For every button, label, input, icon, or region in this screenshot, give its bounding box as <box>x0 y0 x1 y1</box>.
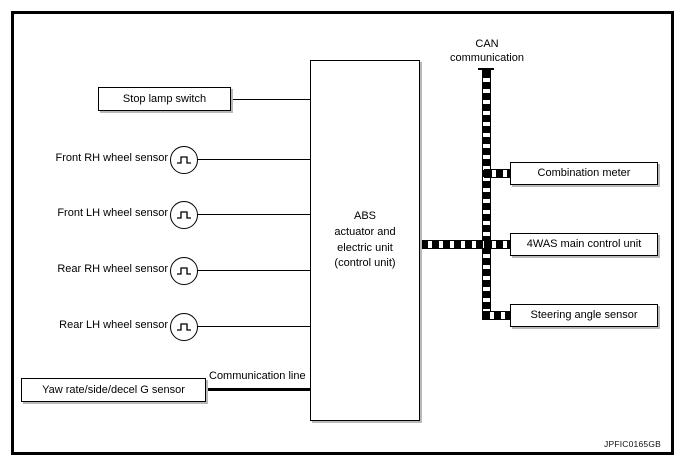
communication-line-label: Communication line <box>209 370 306 382</box>
rear-rh-wheel-sensor-label: Rear RH wheel sensor <box>57 263 168 275</box>
4was-main-control-unit-box: 4WAS main control unit <box>510 233 658 256</box>
abs-line-4: (control unit) <box>334 257 396 270</box>
abs-actuator-control-unit-block: ABS actuator and electric unit (control … <box>310 60 420 421</box>
4was-main-control-unit-label: 4WAS main control unit <box>526 238 642 251</box>
stop-lamp-switch-label: Stop lamp switch <box>122 92 207 105</box>
rear-lh-wheel-sensor-icon <box>170 313 198 341</box>
can-bus-branch-combination-meter <box>484 169 512 178</box>
rear-lh-wheel-sensor-label: Rear LH wheel sensor <box>59 319 168 331</box>
stop-lamp-switch-connector <box>231 99 311 100</box>
abs-line-2: actuator and <box>334 225 396 238</box>
front-rh-wheel-sensor-icon <box>170 146 198 174</box>
rear-lh-wheel-sensor-connector <box>196 326 311 327</box>
rear-rh-wheel-sensor-icon <box>170 257 198 285</box>
combination-meter-label: Combination meter <box>537 167 631 180</box>
front-lh-wheel-sensor-icon <box>170 201 198 229</box>
yaw-rate-sensor-label: Yaw rate/side/decel G sensor <box>42 383 185 396</box>
can-bus-branch-steering-angle-sensor <box>482 311 512 320</box>
can-communication-label: CAN communication <box>427 38 547 66</box>
can-bus-vertical-trunk <box>482 70 491 320</box>
yaw-rate-sensor-box: Yaw rate/side/decel G sensor <box>21 378 206 402</box>
front-rh-wheel-sensor-label: Front RH wheel sensor <box>55 152 169 164</box>
combination-meter-box: Combination meter <box>510 162 658 185</box>
can-bus-branch-4was <box>484 240 512 249</box>
front-rh-wheel-sensor-connector <box>196 159 311 160</box>
abs-actuator-text: ABS actuator and electric unit (control … <box>334 209 395 273</box>
can-bus-abs-link <box>420 240 485 249</box>
rear-rh-wheel-sensor-connector <box>196 270 311 271</box>
stop-lamp-switch-box: Stop lamp switch <box>98 87 231 111</box>
abs-line-3: electric unit <box>337 241 393 254</box>
steering-angle-sensor-box: Steering angle sensor <box>510 304 658 327</box>
can-label-line-1: CAN <box>475 38 499 50</box>
front-lh-wheel-sensor-label: Front LH wheel sensor <box>57 207 168 219</box>
can-bus-top-cap <box>478 68 494 70</box>
front-lh-wheel-sensor-connector <box>196 214 311 215</box>
diagram-border <box>11 11 674 455</box>
drawing-reference-code: JPFIC0165GB <box>604 439 662 449</box>
abs-line-1: ABS <box>353 209 376 222</box>
can-label-line-2: communication <box>450 51 524 64</box>
communication-line <box>206 388 314 391</box>
steering-angle-sensor-label: Steering angle sensor <box>530 309 638 322</box>
